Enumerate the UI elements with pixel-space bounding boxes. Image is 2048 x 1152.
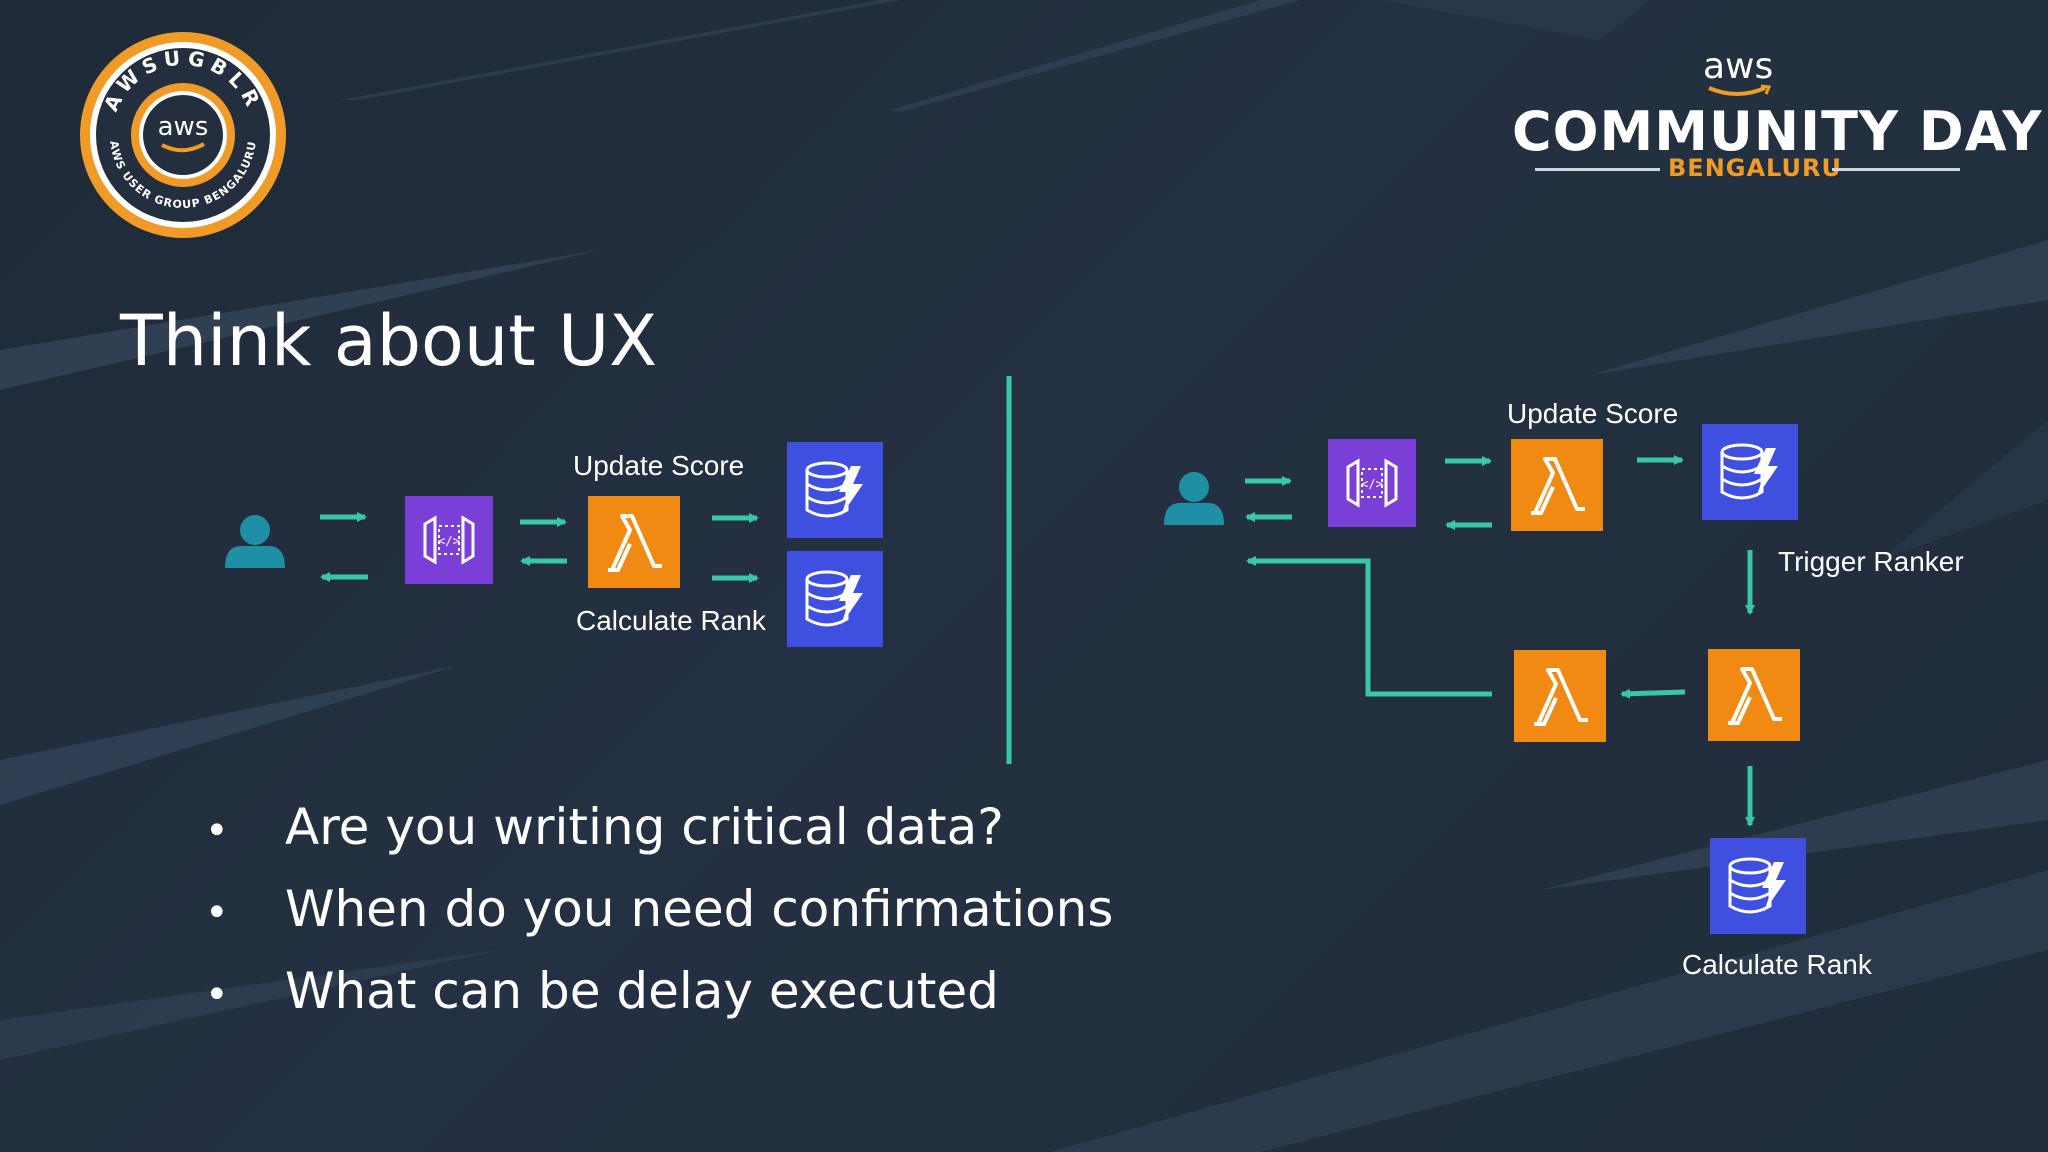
lambda-icon xyxy=(1511,439,1603,531)
api-gateway-icon: </> xyxy=(1328,439,1416,527)
aws-user-group-badge: AWSUGBLR AWS USER GROUP BENGALURU aws xyxy=(80,32,286,238)
badge-aws-text: aws xyxy=(158,112,209,142)
right-update-score-label: Update Score xyxy=(1507,398,1679,429)
community-day-aws-logo: aws xyxy=(1703,46,1774,87)
right-trigger-ranker-label: Trigger Ranker xyxy=(1778,546,1964,577)
user-icon xyxy=(225,515,285,568)
lambda-icon xyxy=(1708,649,1800,741)
bullet-dot: • xyxy=(205,890,229,936)
dynamodb-icon xyxy=(1710,838,1806,934)
bullet-text: When do you need confirmations xyxy=(285,880,1114,938)
svg-text:</>: </> xyxy=(1361,477,1383,491)
lambda-icon xyxy=(1514,650,1606,742)
lambda-icon xyxy=(588,496,680,588)
right-calculate-rank-label: Calculate Rank xyxy=(1682,949,1872,980)
arrow-icon xyxy=(1246,556,1492,697)
bullet-dot: • xyxy=(205,808,229,854)
svg-text:</>: </> xyxy=(438,534,460,548)
community-day-divider-right xyxy=(1832,168,1960,171)
aws-smile-icon xyxy=(1708,84,1772,96)
dynamodb-icon xyxy=(787,551,883,647)
bullet-item: • When do you need confirmations xyxy=(205,880,1113,938)
bullet-item: • Are you writing critical data? xyxy=(205,798,1004,856)
dynamodb-icon xyxy=(787,442,883,538)
api-gateway-icon: </> xyxy=(405,496,493,584)
left-update-score-label: Update Score xyxy=(573,450,745,481)
community-day-subtitle: BENGALURU xyxy=(1668,154,1842,182)
bullet-item: • What can be delay executed xyxy=(205,962,999,1020)
community-day-title: COMMUNITY DAY xyxy=(1512,100,2043,163)
left-calculate-rank-label: Calculate Rank xyxy=(576,605,766,636)
slide-title: Think about UX xyxy=(120,300,658,382)
bullet-dot: • xyxy=(205,972,229,1018)
dynamodb-icon xyxy=(1702,424,1798,520)
bullet-text: What can be delay executed xyxy=(285,962,999,1020)
arrow-icon xyxy=(1620,688,1686,699)
bullet-text: Are you writing critical data? xyxy=(285,798,1004,856)
user-icon xyxy=(1164,472,1224,525)
community-day-divider-left xyxy=(1535,168,1660,171)
